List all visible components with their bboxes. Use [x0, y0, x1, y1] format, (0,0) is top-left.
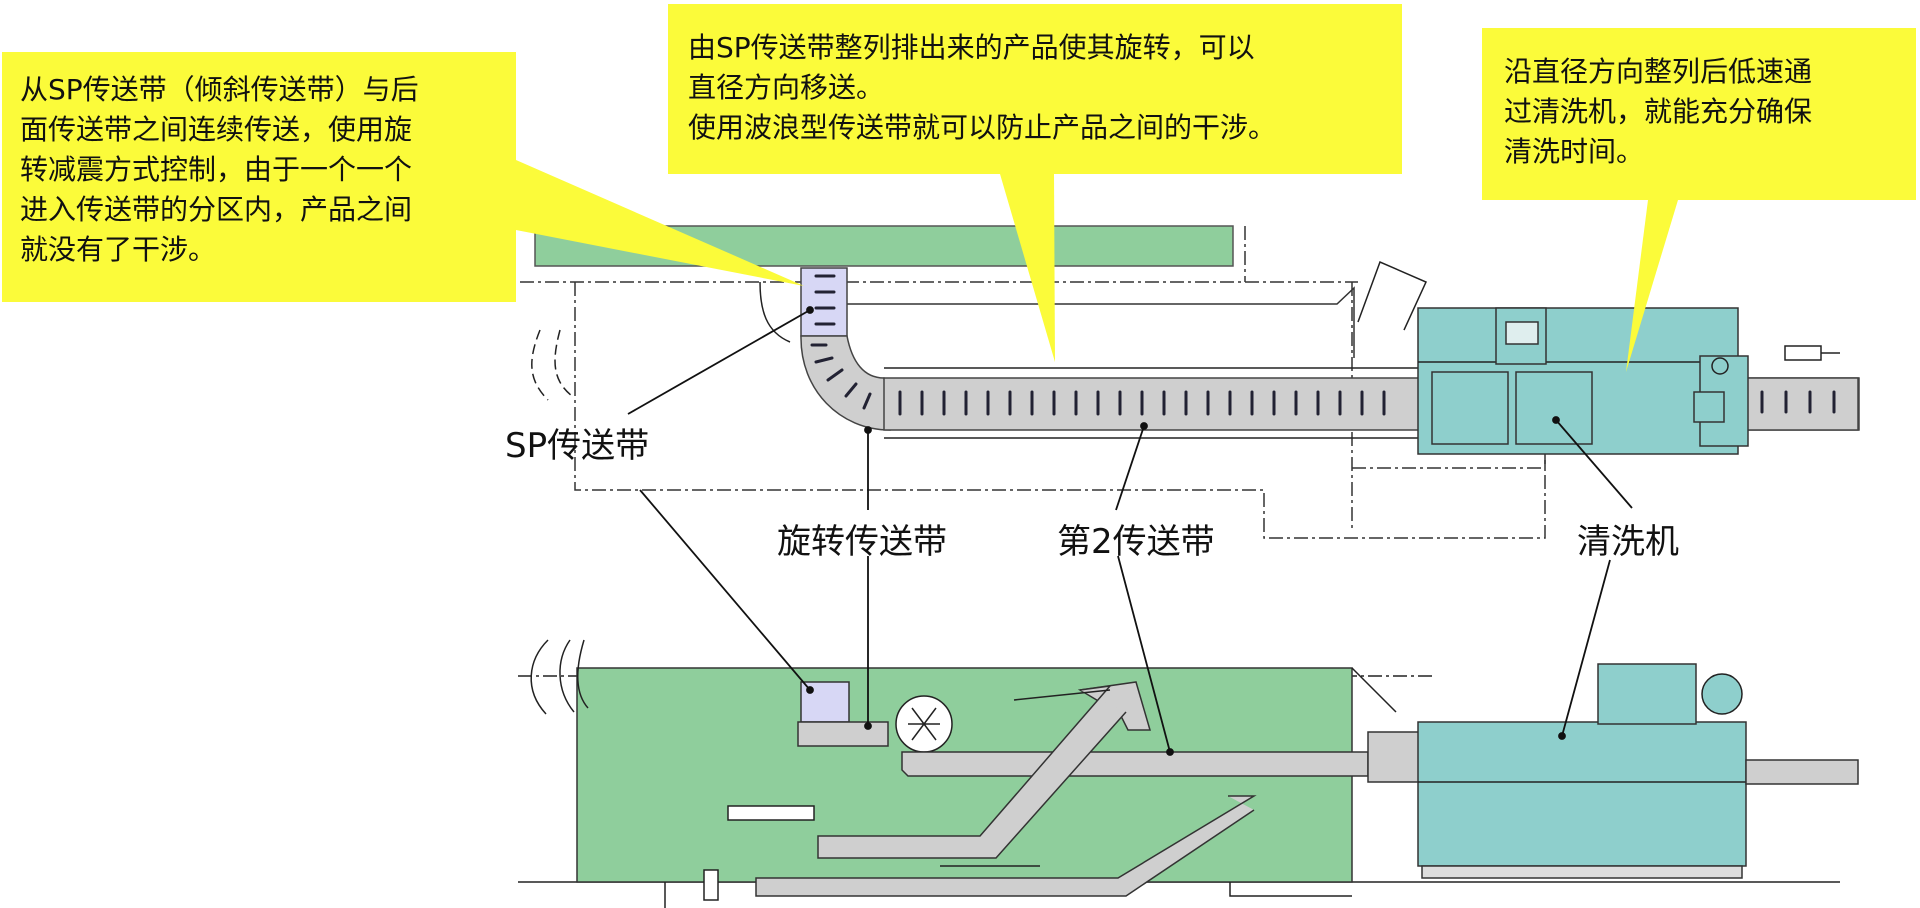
leader-washer-side — [1561, 559, 1611, 737]
washer-panel-2 — [1515, 371, 1593, 445]
hose-left-1 — [530, 639, 549, 715]
callout-rotation: 由SP传送带整列排出来的产品使其旋转，可以 直径方向移送。 使用波浪型传送带就可… — [668, 4, 1402, 174]
washer-base — [1421, 865, 1743, 879]
rotary-drive-spokes — [908, 707, 940, 741]
washer-body-side — [1417, 721, 1747, 867]
guard-outline-right — [1351, 282, 1546, 528]
washer-motor-side — [1701, 673, 1743, 715]
small-box — [727, 805, 815, 821]
side-view — [518, 639, 1859, 908]
sp-hood-arc — [759, 281, 791, 343]
washer-motor-window — [1505, 321, 1539, 345]
hose-left-3 — [577, 639, 589, 709]
pointer-sp — [516, 160, 804, 286]
inlet-curve-left — [531, 329, 549, 401]
washer-top-unit — [1597, 663, 1697, 725]
label-sp-belt: SP传送带 — [505, 426, 650, 466]
callout-pointers — [516, 160, 1678, 372]
cylinder-right — [1784, 345, 1822, 361]
leader-sp-side — [639, 489, 811, 691]
pointer-rotation — [1000, 174, 1055, 362]
leader-2nd-top — [1115, 425, 1145, 511]
exit-chute — [1357, 260, 1428, 331]
washer-outlet-pipe — [1367, 731, 1423, 783]
washer-panel-1 — [1431, 371, 1509, 445]
frame-base — [664, 882, 1352, 908]
hose-left-2 — [559, 639, 575, 713]
callout-washer: 沿直径方向整列后低速通 过清洗机，就能充分确保 清洗时间。 — [1482, 28, 1916, 200]
label-second-belt: 第2传送带 — [1057, 522, 1215, 562]
chute-outline — [845, 282, 1355, 358]
label-rotary-belt: 旋转传送带 — [777, 522, 947, 562]
return-belt-incline-1 — [817, 684, 1127, 859]
second-belt-side — [901, 751, 1369, 777]
label-washer: 清洗机 — [1577, 522, 1679, 562]
leader-lines — [627, 306, 1633, 756]
return-belt-incline-2 — [755, 795, 1257, 897]
drive-gear — [1711, 357, 1729, 375]
leader-2nd-side — [1117, 555, 1171, 753]
rail-1 — [1013, 689, 1111, 701]
rotary-belt-base — [797, 721, 889, 747]
inlet-curve-right — [554, 329, 573, 397]
frame-foot — [703, 869, 719, 901]
guard-outline-top — [520, 226, 1546, 539]
washer-exit-belt — [1745, 759, 1859, 785]
slope-line — [1351, 667, 1397, 713]
top-view — [520, 225, 1860, 539]
drive-box — [1693, 391, 1725, 423]
callout-sp-belt: 从SP传送带（倾斜传送带）与后 面传送带之间连续传送，使用旋 转减震方式控制，由… — [2, 52, 516, 302]
pointer-washer — [1626, 200, 1678, 372]
leader-sp-top — [627, 309, 811, 415]
sp-belt-top — [800, 267, 848, 337]
rotary-belt-top — [800, 335, 891, 431]
leader-washer-top — [1555, 419, 1633, 509]
exit-belt-top — [1744, 377, 1859, 431]
